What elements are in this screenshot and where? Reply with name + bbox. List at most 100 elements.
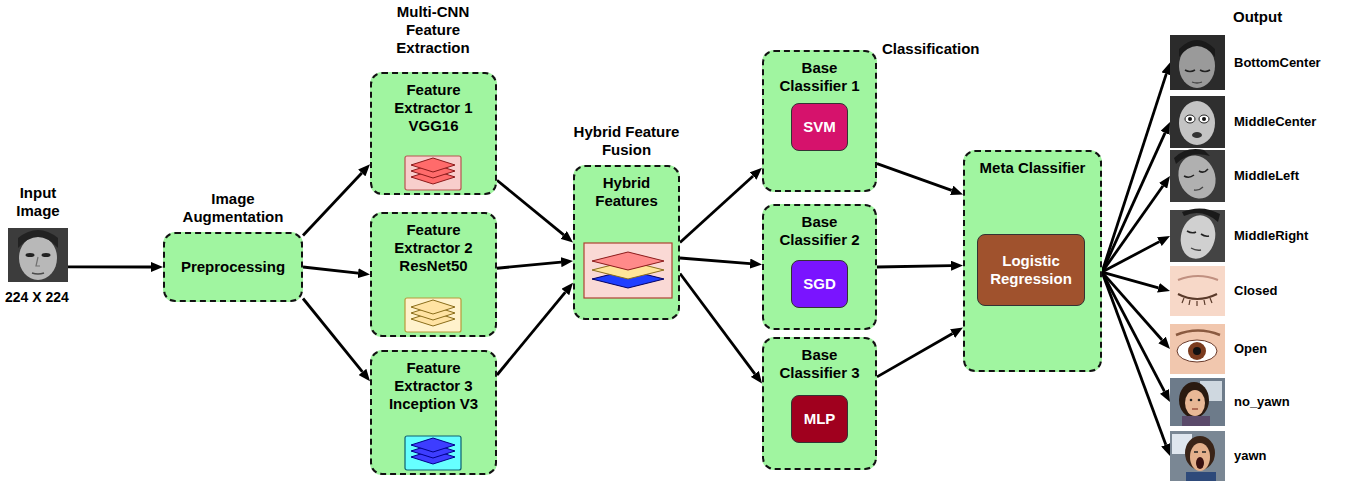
model-chip: SVM [791, 103, 848, 151]
heading-text: Hybrid Feature Fusion [564, 123, 689, 159]
layer [411, 438, 455, 452]
class-label: MiddleRight [1234, 227, 1308, 245]
hair [1179, 40, 1215, 57]
photo-ground [1170, 431, 1225, 481]
layers-icon [405, 436, 461, 470]
node-text: Base Classifier 3 [764, 346, 875, 382]
hair [1174, 149, 1210, 164]
driver-photo [1170, 431, 1225, 481]
photo-ground [1170, 324, 1225, 374]
face-photo [1170, 96, 1225, 148]
mouth [1192, 408, 1198, 409]
node-text: SGD [799, 275, 840, 293]
face-photo [8, 228, 68, 282]
classifier-box: Base Classifier 2 SGD [762, 204, 877, 330]
car-window [1172, 434, 1192, 454]
output-image: no_yawn [1170, 378, 1225, 426]
layer [411, 306, 455, 320]
node-text: Feature Extractor 2 ResNet50 [372, 221, 495, 275]
arrow-connector [1102, 133, 1165, 272]
arrow-connector [680, 176, 753, 243]
arrow-connector [68, 265, 151, 268]
extractor-box: Feature Extractor 3 Inception V3 [370, 350, 497, 475]
layer [592, 252, 664, 270]
eye-white [1177, 340, 1217, 362]
photo-ground [1170, 210, 1225, 262]
arrow-connector [497, 180, 564, 235]
layer [592, 270, 664, 288]
classifier-box: Base Classifier 3 MLP [762, 337, 877, 470]
eye [1185, 115, 1195, 123]
fusion-icon [584, 243, 672, 298]
node-text: MLP [800, 410, 840, 428]
layer [411, 450, 455, 464]
node-text: Hybrid Features [575, 174, 678, 210]
node-text: Logistic Regression [978, 252, 1084, 288]
hair [1179, 382, 1209, 418]
output-image: MiddleLeft [1170, 150, 1225, 202]
icon-ground [405, 298, 461, 332]
eye [1190, 399, 1193, 402]
photo-ground [8, 228, 68, 282]
model-chip: MLP [791, 395, 848, 443]
extractor-box: Feature Extractor 1 VGG16 [370, 72, 497, 195]
arrow-connector [303, 267, 358, 273]
node-text: Feature Extractor 3 Inception V3 [372, 359, 495, 413]
arrow-connector [497, 292, 565, 375]
arrow-connector [877, 164, 952, 191]
layer [592, 261, 664, 279]
class-label: Closed [1234, 282, 1277, 300]
model-chip: Logistic Regression [977, 234, 1085, 306]
eye [1194, 451, 1206, 452]
process-box: Image AugmentationPreprocessing [163, 232, 303, 302]
eye [1200, 70, 1210, 72]
class-label: yawn [1234, 447, 1267, 465]
face [1179, 44, 1215, 88]
output-image: Closed [1170, 266, 1225, 316]
arrow-connector [877, 266, 951, 267]
fusion-box: Hybrid Feature FusionHybrid Features [573, 165, 680, 320]
output-image: MiddleCenter [1170, 96, 1225, 148]
heading-text: Input Image [3, 184, 73, 220]
extractor-box: Feature Extractor 2 ResNet50 [370, 212, 497, 337]
class-label: no_yawn [1234, 393, 1290, 411]
heading-text: Image Augmentation [173, 190, 293, 226]
shirt [1186, 472, 1216, 481]
mouth [1194, 187, 1203, 190]
eye [1187, 231, 1196, 233]
eye [1201, 234, 1209, 236]
mouth [32, 273, 44, 274]
node-text: Preprocessing [177, 258, 289, 276]
eye [42, 253, 51, 257]
arrow-connector [680, 274, 755, 374]
eye [1199, 169, 1208, 172]
photo-ground [1170, 96, 1225, 148]
hair [18, 230, 58, 248]
face-photo [1170, 149, 1225, 204]
node-text: Meta Classifier [965, 159, 1100, 177]
column-heading: Multi-CNN Feature Extraction [383, 3, 483, 57]
open-mouth [1196, 457, 1204, 469]
face [1190, 443, 1210, 471]
class-label: Open [1234, 340, 1267, 358]
arrow-connector [303, 173, 362, 236]
column-heading: Classification [882, 40, 980, 58]
icon-ground [405, 436, 461, 470]
node-text: Base Classifier 2 [764, 213, 875, 249]
layer [411, 164, 455, 178]
class-label: MiddleLeft [1234, 167, 1299, 185]
icon-ground [405, 156, 461, 190]
layer [411, 158, 455, 172]
hair [1185, 436, 1215, 470]
input-image: Input Image224 X 224 [8, 228, 68, 282]
output-image: MiddleRight [1170, 210, 1225, 262]
size-label: 224 X 224 [5, 288, 69, 306]
eye-photo [1170, 266, 1225, 316]
photo-ground [1170, 35, 1225, 90]
arrow-connector [303, 299, 362, 372]
arrow-connector [497, 262, 561, 268]
pupil [1202, 117, 1206, 121]
pupil [1188, 117, 1192, 121]
nose [36, 257, 40, 266]
